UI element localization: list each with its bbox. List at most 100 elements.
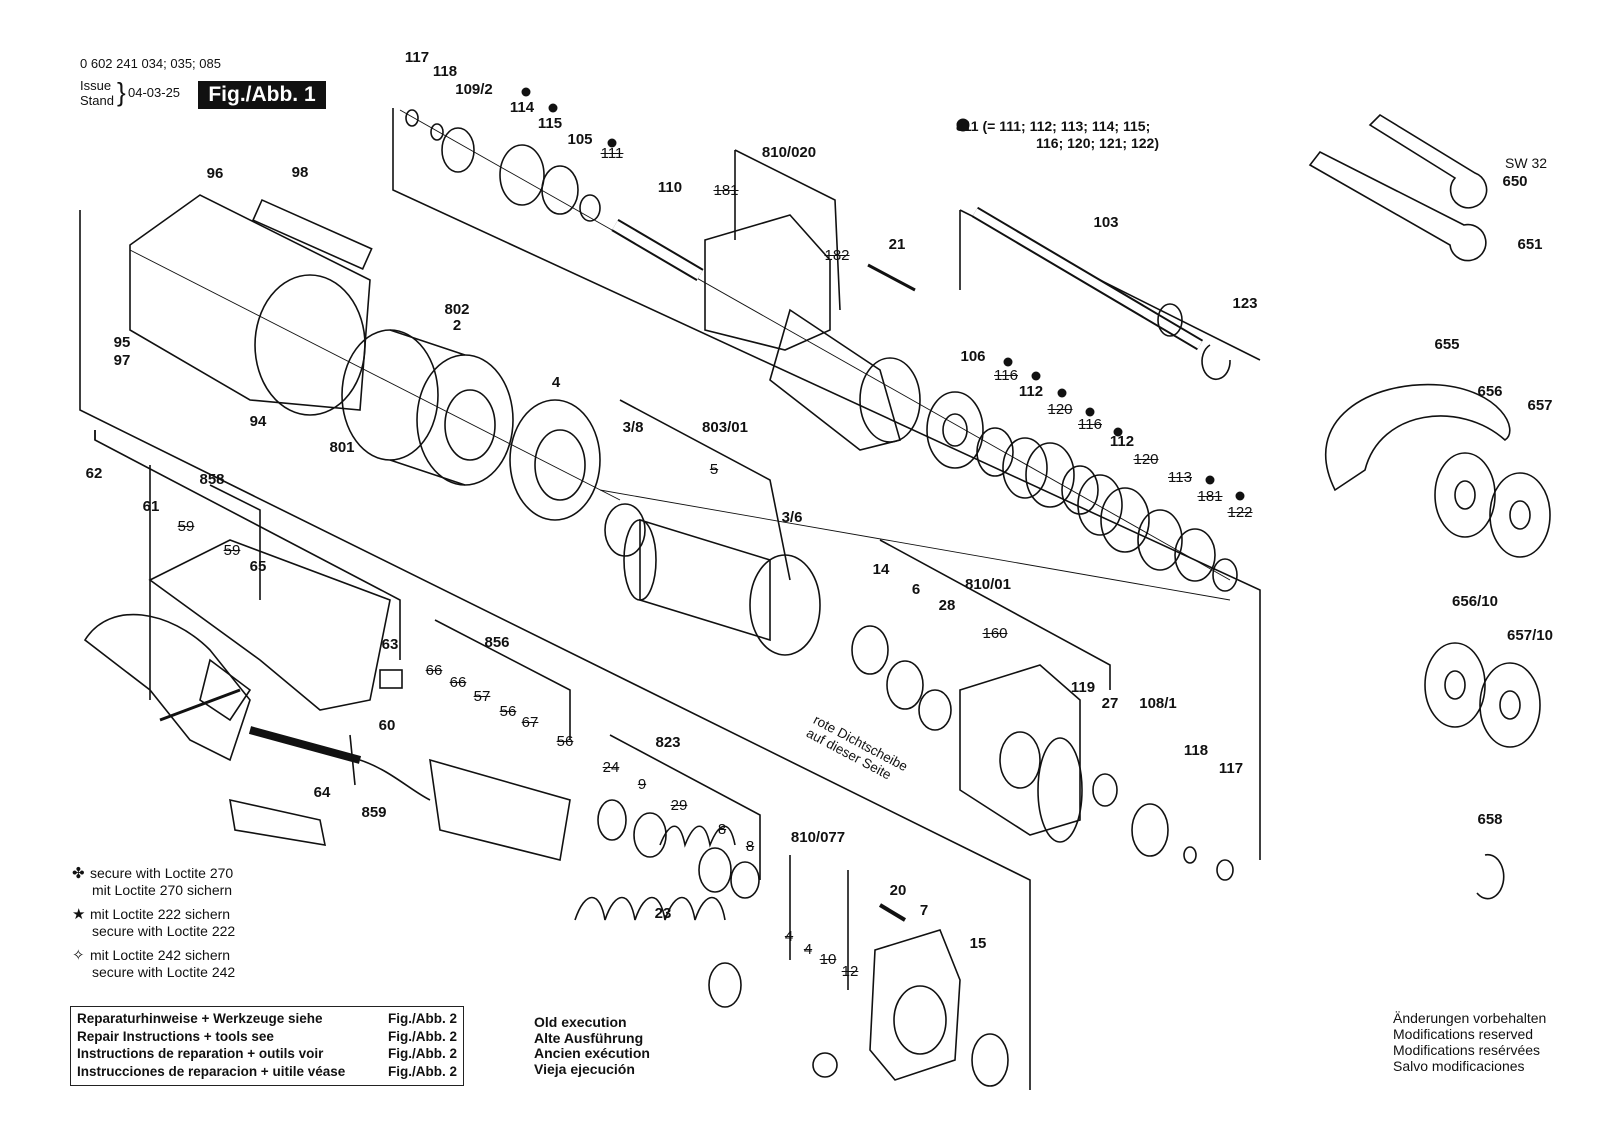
reference-row: Instructions de reparation + outils voir… xyxy=(77,1045,457,1063)
part-numbers: 0 602 241 034; 035; 085 xyxy=(80,56,221,71)
figure-badge: Fig./Abb. 1 xyxy=(198,81,326,109)
crossed-part-label: 120 xyxy=(1133,451,1159,468)
part-label: 64 xyxy=(313,784,331,801)
reference-text: Instructions de reparation + outils voir xyxy=(77,1046,324,1061)
part-label: 21 xyxy=(888,236,906,253)
part-label: 118 xyxy=(432,63,458,80)
part-label: 115 xyxy=(537,115,563,132)
part-label: 3/8 xyxy=(622,419,644,436)
part-label: 114 xyxy=(509,99,535,116)
crossed-part-label: 181 xyxy=(713,182,739,199)
part-label: 108/1 xyxy=(1139,695,1177,712)
reference-figure: Fig./Abb. 2 xyxy=(388,1011,457,1026)
part-label: 7 xyxy=(919,902,929,919)
crossed-part-label: 122 xyxy=(1227,504,1253,521)
brace-glyph: } xyxy=(117,77,126,107)
old-execution-en: Old execution xyxy=(534,1014,627,1030)
part-label: 117 xyxy=(1218,760,1244,777)
part-label: 62 xyxy=(85,465,103,482)
loctite-note-222: ★mit Loctite 222 sichern secure with Loc… xyxy=(72,906,235,939)
part-label: 14 xyxy=(872,561,890,578)
old-execution-es: Vieja ejecución xyxy=(534,1060,635,1077)
loctite-270-icon: ✤ xyxy=(72,865,85,882)
part-label: 106 xyxy=(960,348,986,365)
part-label: 97 xyxy=(113,352,131,369)
part-label: 810/020 xyxy=(761,144,817,161)
crossed-part-label: 8 xyxy=(745,838,755,855)
old-execution-de: Alte Ausführung xyxy=(534,1029,644,1046)
crossed-part-label: 29 xyxy=(670,797,688,814)
crossed-part-label: 24 xyxy=(602,759,620,776)
set-note-line1: 811 (= 111; 112; 113; 114; 115; xyxy=(956,118,1151,134)
loctite-242-star-icon: ✧ xyxy=(72,947,85,964)
modifications-en: Modifications reserved xyxy=(1393,1026,1534,1042)
reference-figure: Fig./Abb. 2 xyxy=(388,1063,457,1079)
loctite-242-line2: secure with Loctite 242 xyxy=(92,964,236,980)
part-label: 810/077 xyxy=(790,829,846,846)
issue-date: 04-03-25 xyxy=(128,85,181,100)
crossed-part-label: 9 xyxy=(637,776,647,793)
part-label: 651 xyxy=(1517,236,1543,253)
crossed-part-label: 4 xyxy=(784,928,794,945)
part-label: 112 xyxy=(1018,383,1044,400)
part-label: 4 xyxy=(551,374,561,391)
modifications-note: Änderungen vorbehalten Modifications res… xyxy=(1393,1010,1546,1074)
part-label: 95 xyxy=(113,334,131,351)
crossed-part-label: 113 xyxy=(1168,469,1192,486)
wrench-size-label: SW 32 xyxy=(1505,155,1548,171)
part-label: 657 xyxy=(1527,397,1553,414)
crossed-part-label: 56 xyxy=(556,733,574,750)
part-label: 657/10 xyxy=(1507,627,1553,644)
set-note-line2: 116; 120; 121; 122) xyxy=(1036,135,1159,151)
part-label: 98 xyxy=(291,164,309,181)
reference-row: Reparaturhinweise + Werkzeuge siehe Fig./… xyxy=(77,1010,457,1028)
set-note: 811 (= 111; 112; 113; 114; 115; 116; 120… xyxy=(956,118,1159,152)
part-label: 119 xyxy=(1070,679,1096,696)
part-label: 109/2 xyxy=(455,81,493,98)
part-label: 2 xyxy=(452,317,462,334)
stand-label: Stand xyxy=(80,93,114,108)
crossed-part-label: 57 xyxy=(473,688,491,705)
old-execution-fr: Ancien exécution xyxy=(534,1045,650,1061)
part-label: 103 xyxy=(1093,214,1119,231)
part-label: 63 xyxy=(381,636,399,653)
part-label: 802 xyxy=(444,301,470,318)
loctite-222-star-icon: ★ xyxy=(72,906,86,923)
part-label: 858 xyxy=(199,471,225,488)
crossed-part-label: 59 xyxy=(177,518,195,535)
loctite-242-line1: mit Loctite 242 sichern xyxy=(90,947,231,963)
crossed-part-label: 111 xyxy=(600,145,624,162)
part-label: 23 xyxy=(654,905,672,922)
loctite-222-line2: secure with Loctite 222 xyxy=(92,923,236,939)
loctite-note-270: ✤secure with Loctite 270 mit Loctite 270… xyxy=(72,865,233,898)
part-label: 3/6 xyxy=(781,509,803,526)
part-label: 650 xyxy=(1502,173,1528,190)
part-label: 20 xyxy=(889,882,907,899)
part-label: 118 xyxy=(1183,742,1209,759)
part-label: 856 xyxy=(484,634,510,651)
reference-text: Reparaturhinweise + Werkzeuge siehe xyxy=(77,1011,323,1026)
part-label: 658 xyxy=(1477,811,1503,828)
part-label: 656/10 xyxy=(1452,593,1498,610)
part-label: 60 xyxy=(378,717,396,734)
part-label: 96 xyxy=(206,165,224,182)
part-label: 105 xyxy=(567,131,593,148)
loctite-270-line2: mit Loctite 270 sichern xyxy=(92,882,233,898)
part-label: 117 xyxy=(404,49,430,66)
part-label: 823 xyxy=(655,734,681,751)
crossed-part-label: 10 xyxy=(819,951,837,968)
issue-label: Issue xyxy=(80,78,112,93)
part-label: 110 xyxy=(657,179,683,196)
part-label: 859 xyxy=(361,804,387,821)
modifications-es: Salvo modificaciones xyxy=(1393,1058,1525,1074)
part-label: 94 xyxy=(249,413,267,430)
crossed-part-label: 160 xyxy=(982,625,1008,642)
motor-housing-frame xyxy=(79,210,1031,1090)
crossed-part-label: 116 xyxy=(1078,416,1102,433)
crossed-part-label: 120 xyxy=(1047,401,1073,418)
part-label: 61 xyxy=(142,498,160,515)
